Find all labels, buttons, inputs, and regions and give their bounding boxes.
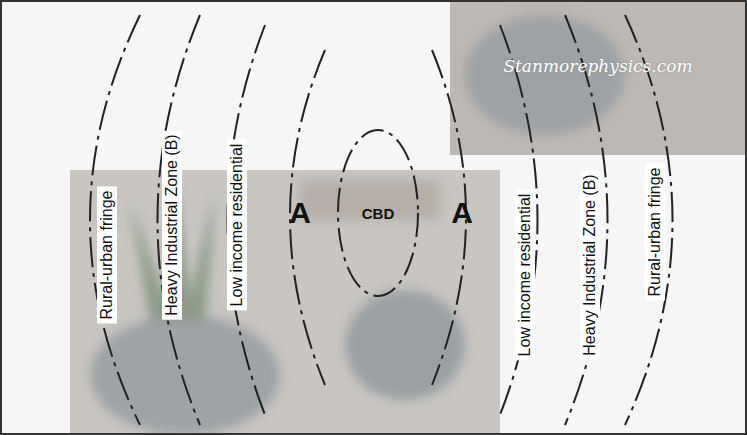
zone-label: Heavy Industrial Zone (B) [580,170,600,359]
zone-label: Low income residential [515,190,535,361]
zone-letter: A [451,197,473,229]
zone-label: Low income residential [227,140,247,311]
watermark: Stanmorephysics.com [503,56,692,76]
zone-label: Rural-urban fringe [97,187,117,324]
zone-label: CBD [362,205,395,222]
cbd-zone: CBD [336,128,420,298]
zone-letter: A [289,197,311,229]
zone-label: Heavy Industrial Zone (B) [162,130,182,319]
zone-label: Rural-urban fringe [645,164,665,301]
